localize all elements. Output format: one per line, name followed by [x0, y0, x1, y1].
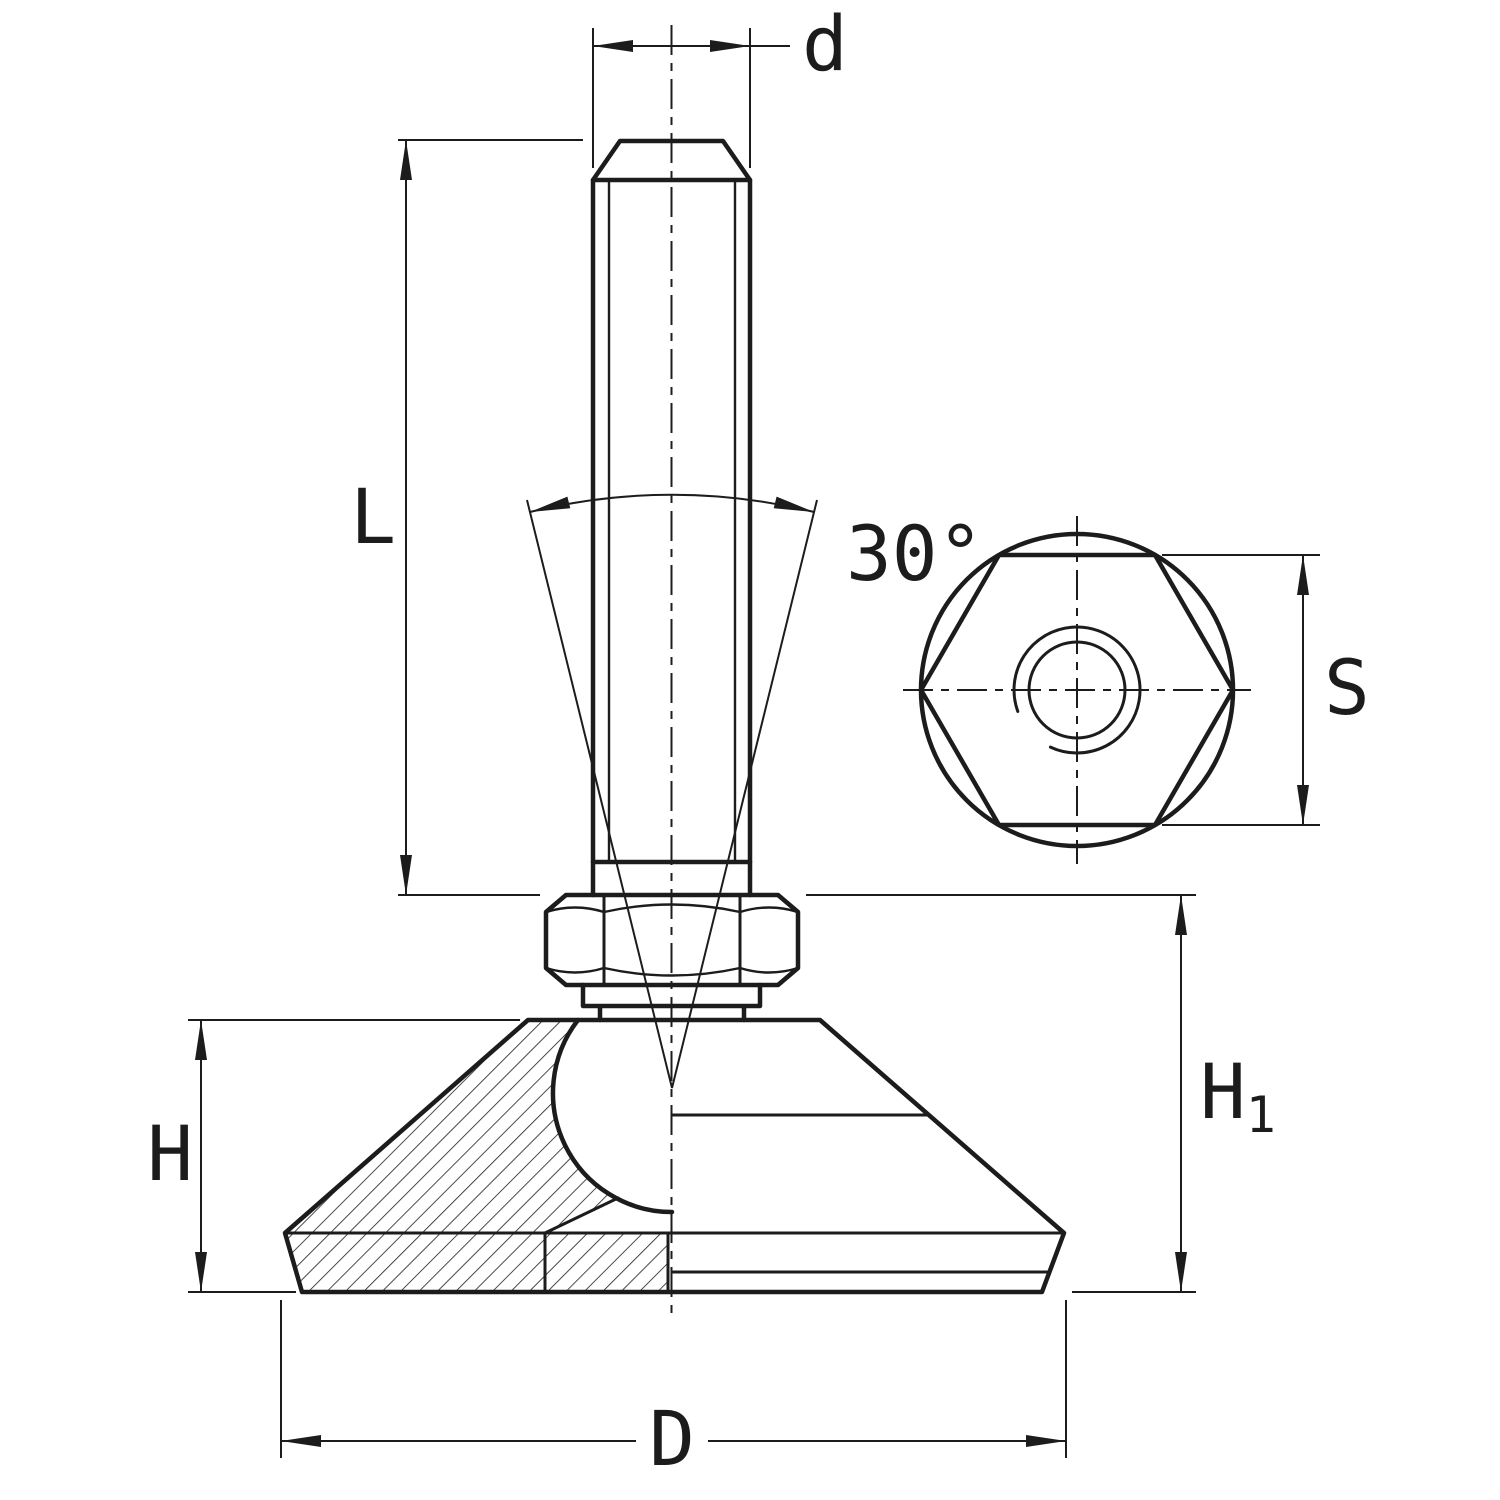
label-base-height: H	[147, 1109, 193, 1198]
base-wall-section-hatch	[285, 1020, 618, 1292]
thread-crest-arc	[1012, 625, 1142, 755]
base-foot-outline	[282, 1017, 1067, 1295]
section-hatching	[285, 1020, 668, 1292]
angle-arc	[529, 493, 815, 513]
hex-nut-outline	[543, 892, 801, 988]
h1-extension-lines	[806, 894, 1196, 1293]
dimensions	[188, 28, 1320, 1458]
hex-flats-outline	[918, 552, 1236, 828]
label-hex-width: S	[1324, 643, 1370, 732]
label-total-height: H1	[1200, 1047, 1276, 1144]
centerlines	[670, 25, 1251, 1320]
side-view	[282, 138, 1067, 1295]
label-swivel-angle: 30°	[846, 509, 983, 598]
label-thread-diameter: d	[802, 0, 848, 88]
d-base-extension-lines	[280, 1300, 1067, 1458]
threaded-stud-outline	[590, 138, 753, 898]
label-total-height-sub: 1	[1246, 1086, 1276, 1144]
label-thread-length: L	[350, 472, 396, 561]
hex-nut-chamfer-arcs	[544, 903, 800, 977]
label-total-height-main: H	[1200, 1047, 1246, 1136]
thread-bore-circle	[1027, 640, 1127, 740]
socket-lower-edge	[543, 1196, 620, 1235]
washer-collar	[580, 982, 763, 1023]
pad-section-hatch	[545, 1233, 668, 1292]
ball-joint-arc	[550, 1017, 675, 1215]
h-extension-lines	[188, 1019, 520, 1293]
s-extension-lines	[1162, 554, 1320, 826]
dimension-labels: d L 30° S H1 H D	[147, 0, 1370, 1483]
l-extension-lines	[398, 139, 583, 896]
angle-flank-lines	[526, 499, 818, 1089]
top-view-hex	[918, 531, 1236, 849]
label-base-diameter: D	[649, 1394, 695, 1483]
